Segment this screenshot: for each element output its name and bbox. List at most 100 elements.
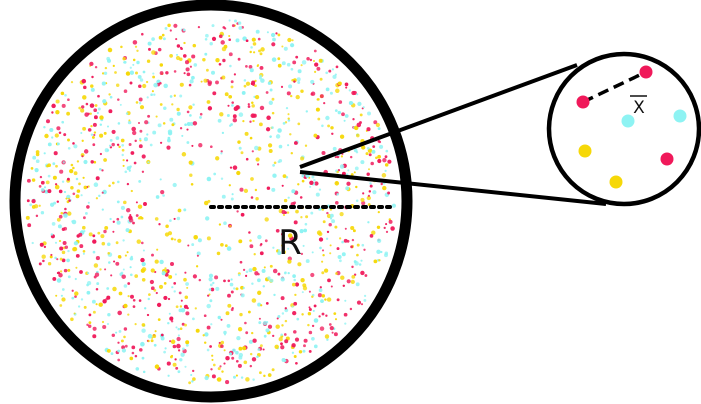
particle-dot <box>237 140 241 144</box>
particle-dot <box>307 311 312 316</box>
particle-dot <box>116 143 120 146</box>
particle-dot <box>166 145 171 150</box>
particle-dot <box>60 211 64 215</box>
particle-dot <box>195 265 199 268</box>
particle-dot <box>130 151 135 155</box>
particle-dot <box>329 91 333 95</box>
particle-dot <box>247 105 251 108</box>
particle-dot <box>128 217 134 223</box>
particle-dot <box>251 298 257 303</box>
particle-dot <box>139 105 145 110</box>
particle-dot <box>385 223 388 226</box>
particle-dot <box>213 172 217 176</box>
particle-dot <box>319 77 323 81</box>
particle-dot <box>302 244 305 247</box>
particle-dot <box>376 225 381 230</box>
particle-dot <box>93 133 96 137</box>
particle-dot <box>95 197 99 200</box>
particle-dot <box>238 146 242 150</box>
particle-dot <box>157 47 162 52</box>
particle-dot <box>252 119 255 123</box>
particle-dot <box>103 229 107 234</box>
particle-dot <box>253 253 256 256</box>
particle-dot <box>64 93 67 97</box>
particle-dot <box>116 200 120 204</box>
particle-dot <box>210 368 213 371</box>
particle-dot <box>129 81 133 85</box>
particle-dot <box>250 177 254 181</box>
particle-dot <box>101 81 106 86</box>
particle-dot <box>161 33 165 37</box>
particle-dot <box>308 308 312 311</box>
particle-dot <box>59 270 63 273</box>
particle-dot <box>207 199 211 203</box>
particle-dot <box>61 258 66 263</box>
particle-dot <box>29 203 33 207</box>
particle-dot <box>332 74 337 79</box>
particle-dot <box>92 310 96 314</box>
particle-dot <box>249 120 252 123</box>
particle-dot <box>249 244 254 249</box>
particle-dot <box>345 186 350 191</box>
particle-dot <box>179 358 183 362</box>
particle-dot <box>318 58 323 63</box>
particle-dot <box>237 327 243 332</box>
particle-dot <box>151 90 154 93</box>
particle-dot <box>185 340 190 345</box>
particle-dot <box>154 217 159 221</box>
particle-dot <box>356 243 360 247</box>
particle-dot <box>127 313 130 316</box>
particle-dot <box>385 149 389 153</box>
particle-dot <box>277 57 281 61</box>
particle-dot <box>47 174 51 178</box>
particle-dot <box>47 262 52 266</box>
particle-dot <box>67 138 70 142</box>
mean-distance-label: X <box>633 98 645 118</box>
particle-dot <box>292 274 296 278</box>
particle-dot <box>170 339 176 345</box>
particle-dot <box>281 61 286 66</box>
particle-dot <box>58 131 62 135</box>
particle-dot <box>71 296 75 300</box>
particle-dot <box>146 313 150 317</box>
particle-dot <box>97 231 101 235</box>
particle-dot <box>92 234 96 238</box>
particle-dot <box>331 219 336 224</box>
particle-dot <box>176 107 180 112</box>
particle-dot <box>189 121 194 126</box>
particle-dot <box>107 312 111 317</box>
particle-dot <box>129 214 132 217</box>
particle-dot <box>293 80 296 83</box>
particle-dot <box>115 261 120 266</box>
particle-dot <box>86 283 89 287</box>
particle-dot <box>259 244 262 247</box>
particle-dot <box>167 297 171 301</box>
particle-dot <box>248 268 253 273</box>
particle-dot <box>252 338 257 343</box>
particle-dot <box>134 354 138 358</box>
particle-dot <box>336 247 340 251</box>
particle-dot <box>303 228 308 233</box>
particle-dot <box>300 252 304 256</box>
particle-dot <box>222 26 226 29</box>
particle-dot <box>38 204 41 207</box>
particle-dot <box>223 330 227 335</box>
particle-dot <box>309 185 312 188</box>
particle-dot <box>103 131 107 135</box>
particle-dot <box>67 211 72 216</box>
particle-dot <box>92 326 97 331</box>
particle-dot <box>377 140 381 143</box>
particle-dot <box>251 37 256 42</box>
particle-dot <box>179 94 183 98</box>
particle-dot <box>221 46 227 52</box>
particle-dot <box>79 244 84 249</box>
particle-dot <box>60 91 65 96</box>
particle-dot <box>141 262 146 267</box>
particle-dot <box>83 230 86 233</box>
particle-dot <box>193 63 198 67</box>
particle-dot <box>115 241 119 245</box>
particle-dot <box>175 55 181 61</box>
particle-dot <box>192 369 195 373</box>
particle-dot <box>140 257 145 263</box>
particle-dot <box>188 83 192 87</box>
